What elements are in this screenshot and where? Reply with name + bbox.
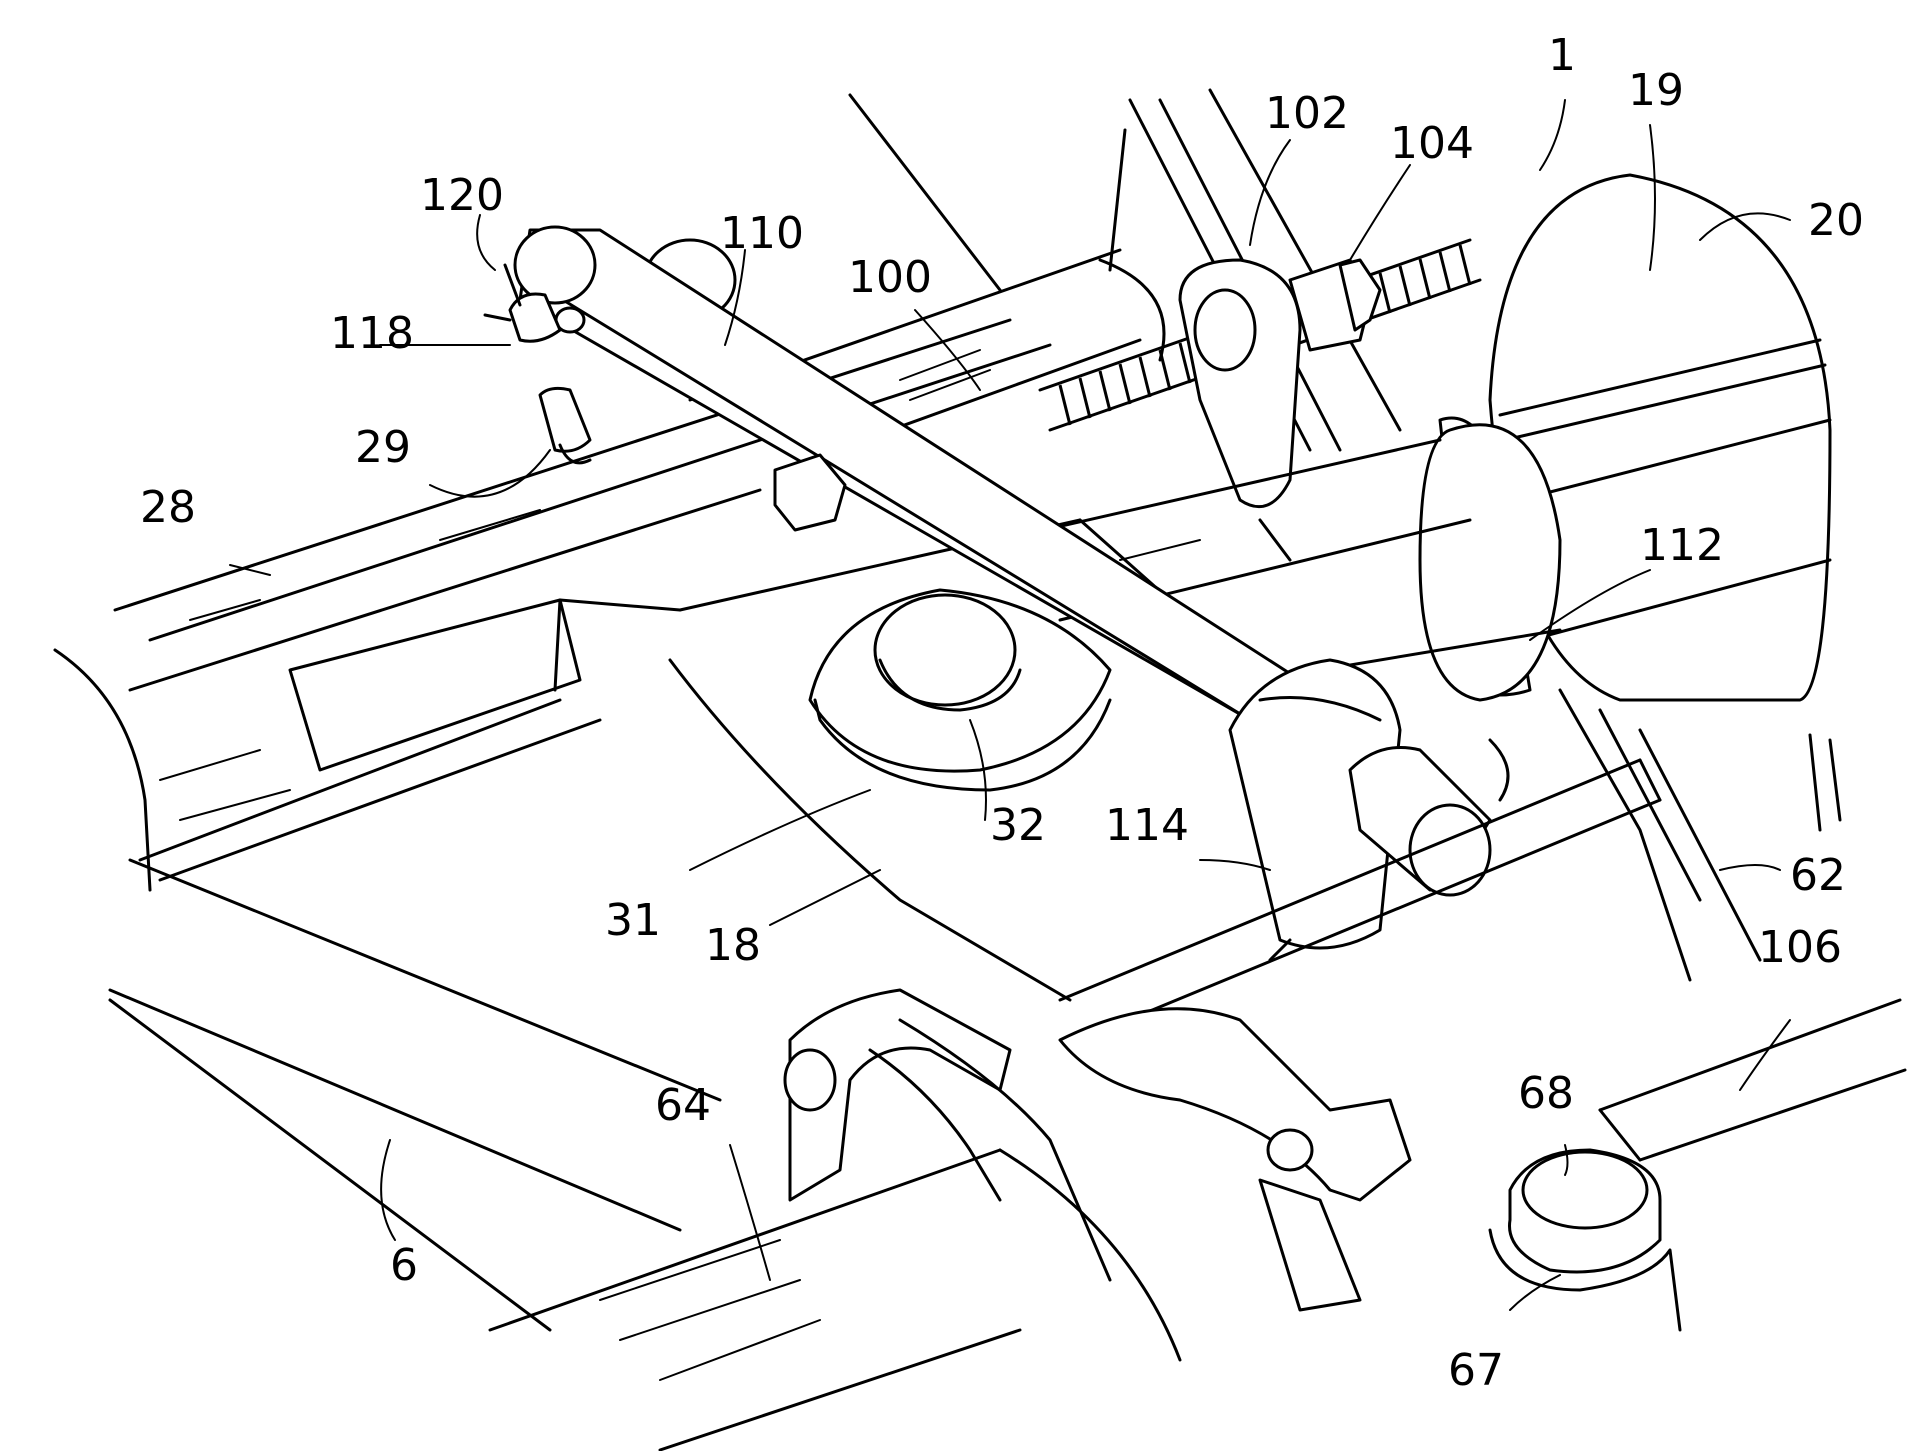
rail-106 (1600, 1000, 1905, 1160)
label-120: 120 (420, 170, 504, 221)
bracket-102 (1180, 260, 1300, 560)
label-20: 20 (1808, 195, 1864, 246)
label-114: 114 (1105, 800, 1189, 851)
label-1: 1 (1548, 30, 1576, 81)
label-31: 31 (605, 895, 661, 946)
label-68: 68 (1518, 1068, 1574, 1119)
clip-29 (540, 388, 590, 463)
label-100: 100 (848, 252, 932, 303)
label-6: 6 (390, 1240, 418, 1291)
clamp-strap (1060, 1009, 1410, 1310)
label-28: 28 (140, 482, 196, 533)
label-29: 29 (355, 422, 411, 473)
label-64: 64 (655, 1080, 711, 1131)
label-106: 106 (1758, 922, 1842, 973)
nut-104 (1290, 260, 1380, 350)
left-cylinder (55, 600, 600, 890)
label-110: 110 (720, 208, 804, 259)
label-112: 112 (1640, 520, 1724, 571)
label-104: 104 (1390, 118, 1474, 169)
label-102: 102 (1265, 88, 1349, 139)
label-18: 18 (705, 920, 761, 971)
label-67: 67 (1448, 1345, 1504, 1396)
label-19: 19 (1628, 65, 1684, 116)
label-32: 32 (990, 800, 1046, 851)
hinge-bracket (785, 990, 1110, 1280)
label-62: 62 (1790, 850, 1846, 901)
label-118: 118 (330, 308, 414, 359)
